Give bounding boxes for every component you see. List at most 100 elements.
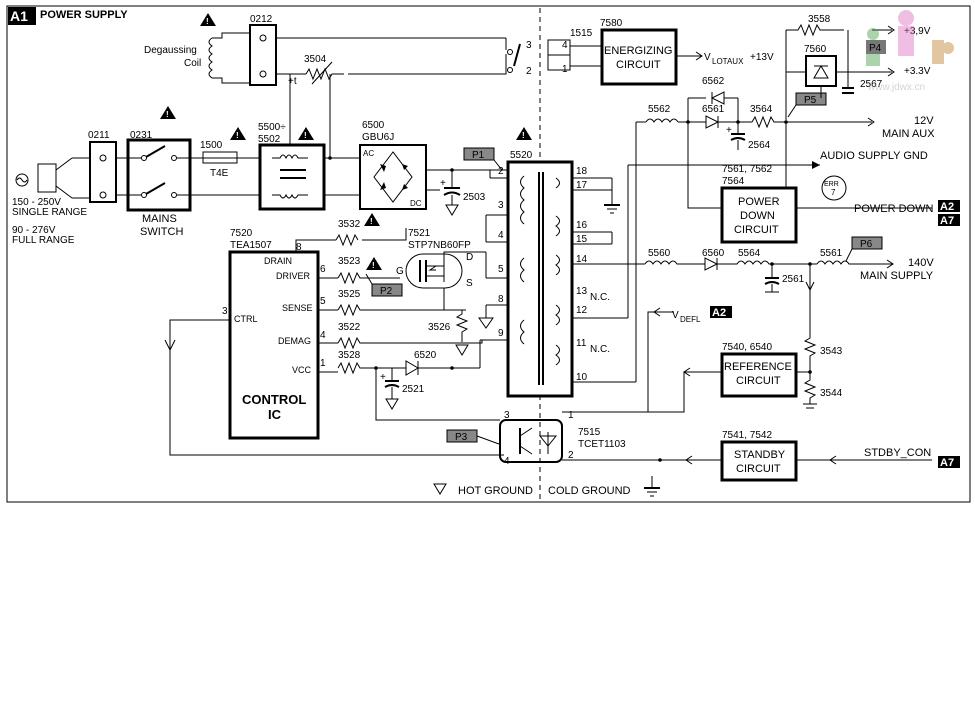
svg-text:DOWN: DOWN [740, 210, 775, 222]
svg-text:MAIN SUPPLY: MAIN SUPPLY [860, 270, 934, 282]
nc-label-11: N.C. [590, 344, 610, 355]
nc-label-13: N.C. [590, 292, 610, 303]
svg-text:CIRCUIT: CIRCUIT [734, 224, 779, 236]
svg-text:+t: +t [288, 76, 297, 87]
ref-a7-badge [938, 214, 960, 226]
svg-text:5: 5 [320, 296, 326, 307]
svg-text:7561, 7562: 7561, 7562 [722, 164, 772, 175]
svg-text:5: 5 [498, 264, 504, 275]
svg-text:GBU6J: GBU6J [362, 132, 394, 143]
svg-text:5500÷: 5500÷ [258, 122, 286, 133]
svg-text:140V: 140V [908, 257, 934, 269]
svg-text:IC: IC [268, 407, 282, 422]
svg-text:!: ! [206, 17, 209, 26]
svg-text:DEMAG: DEMAG [278, 336, 311, 346]
svg-text:+3.3V: +3.3V [904, 66, 931, 77]
degaussing-circuit: Degaussing Coil ! 0212 3504 +t 3 2 [144, 13, 532, 87]
probe-p5: P5 [787, 92, 827, 118]
warning-triangle-icon [230, 127, 246, 140]
svg-text:11: 11 [576, 338, 587, 349]
bridge-rectifier-6500: 6500 GBU6J AC DC [359, 120, 427, 210]
cold-ground-label: COLD GROUND [548, 485, 631, 497]
svg-text:6561: 6561 [702, 104, 725, 115]
svg-text:17: 17 [576, 180, 588, 191]
svg-text:SENSE: SENSE [282, 303, 313, 313]
svg-text:+: + [726, 125, 732, 136]
svg-text:3: 3 [504, 410, 510, 421]
svg-text:4: 4 [498, 230, 504, 241]
svg-text:P6: P6 [860, 239, 873, 250]
svg-text:3543: 3543 [820, 346, 843, 357]
svg-text:7521: 7521 [408, 228, 431, 239]
svg-text:5561: 5561 [820, 248, 843, 259]
svg-text:MAIN AUX: MAIN AUX [882, 128, 935, 140]
capacitor-2521: + 2521 [380, 368, 425, 410]
aux-12v-rail: 5562 6562 6561 + 2564 3564 12V MAIN AUX [645, 76, 935, 198]
svg-text:D: D [466, 252, 473, 263]
svg-text:6500: 6500 [362, 120, 385, 131]
svg-text:6520: 6520 [414, 350, 437, 361]
svg-text:8: 8 [498, 294, 504, 305]
svg-text:A7: A7 [940, 215, 954, 227]
svg-text:5502: 5502 [258, 134, 281, 145]
svg-text:www.jdwx.cn: www.jdwx.cn [867, 82, 925, 93]
svg-text:9: 9 [498, 328, 504, 339]
probe-p1: P1 [463, 147, 503, 171]
svg-text:3544: 3544 [820, 388, 843, 399]
svg-text:3564: 3564 [750, 104, 773, 115]
svg-text:P2: P2 [380, 286, 393, 297]
svg-text:ERR: ERR [824, 181, 839, 188]
svg-text:AC: AC [363, 149, 374, 158]
svg-text:1: 1 [568, 410, 574, 421]
vlotaux-sub: LOTAUX [712, 57, 744, 66]
resistor-3528: 3528 [337, 350, 400, 375]
svg-text:7541, 7542: 7541, 7542 [722, 430, 772, 441]
mains-range2-desc: FULL RANGE [12, 235, 75, 246]
svg-text:T4E: T4E [210, 168, 229, 179]
svg-text:+: + [440, 178, 446, 189]
svg-text:4: 4 [320, 330, 326, 341]
power-down-circuit: 7561, 7562 7564 POWER DOWN CIRCUIT [720, 164, 798, 244]
mains-range2: 90 - 276V [12, 225, 56, 236]
svg-text:CIRCUIT: CIRCUIT [736, 375, 781, 387]
svg-text:3522: 3522 [338, 322, 361, 333]
section-code: A1 [10, 8, 28, 24]
hot-ground-label: HOT GROUND [458, 485, 533, 497]
ref-a7-stdby-badge [938, 456, 960, 468]
capacitor-2564: + 2564 [726, 122, 771, 151]
svg-text:16: 16 [576, 220, 588, 231]
svg-text:7540, 6540: 7540, 6540 [722, 342, 772, 353]
svg-text:DRIVER: DRIVER [276, 271, 311, 281]
audio-supply-gnd: AUDIO SUPPLY GND [820, 150, 928, 162]
svg-text:0212: 0212 [250, 14, 273, 25]
svg-text:1515: 1515 [570, 28, 593, 39]
svg-text:2: 2 [568, 450, 574, 461]
svg-text:P5: P5 [804, 95, 817, 106]
err-indicator: ERR 7 [821, 175, 847, 201]
svg-text:TCET1103: TCET1103 [578, 439, 626, 450]
warning-triangle-icon [366, 257, 382, 270]
svg-text:1500: 1500 [200, 140, 223, 151]
svg-text:1: 1 [562, 64, 568, 75]
svg-text:7515: 7515 [578, 427, 601, 438]
reference-circuit: 7540, 6540 REFERENCE CIRCUIT [720, 342, 798, 398]
svg-text:ENERGIZING: ENERGIZING [604, 45, 672, 57]
svg-text:2561: 2561 [782, 274, 805, 285]
svg-text:Coil: Coil [184, 58, 201, 69]
svg-text:7580: 7580 [600, 18, 623, 29]
v13-label: +13V [750, 52, 774, 63]
svg-text:STANDBY: STANDBY [734, 449, 786, 461]
svg-text:2503: 2503 [463, 192, 486, 203]
svg-text:3523: 3523 [338, 256, 361, 267]
svg-text:3: 3 [498, 200, 504, 211]
relay-1515: 1515 4 1 [547, 28, 602, 75]
svg-text:A2: A2 [940, 201, 954, 213]
resistor-3532: 3532 [335, 219, 361, 247]
svg-text:3: 3 [222, 306, 228, 317]
svg-text:CIRCUIT: CIRCUIT [616, 59, 661, 71]
svg-text:3: 3 [526, 40, 532, 51]
svg-text:0231: 0231 [130, 130, 153, 141]
line-filter-5500: 5500÷ 5502 ! [258, 122, 326, 211]
svg-text:2567: 2567 [860, 79, 883, 90]
svg-text:!: ! [370, 217, 373, 226]
